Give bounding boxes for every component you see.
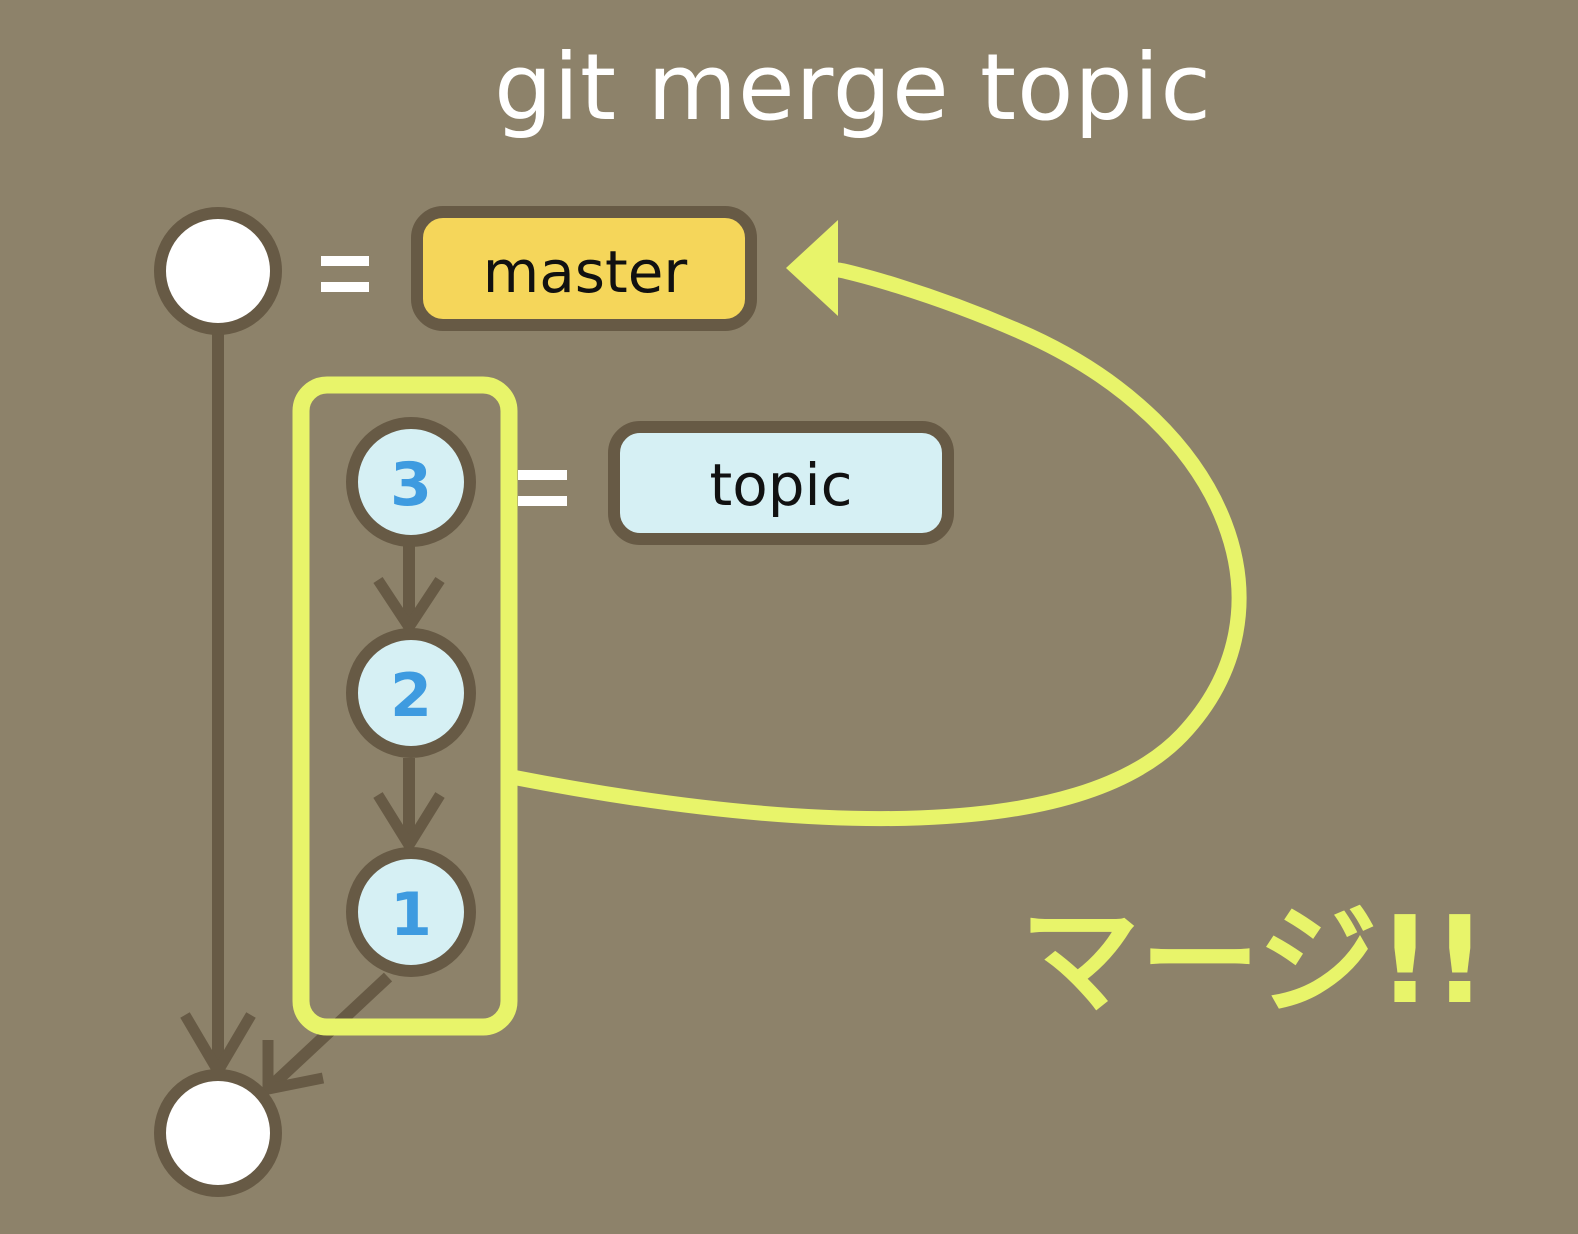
commit-1-node: 1	[346, 847, 476, 977]
commit-2-label: 2	[390, 661, 432, 731]
page-title: git merge topic	[494, 34, 1212, 141]
topic-branch-badge: topic	[608, 421, 954, 545]
topic-base-arrowhead	[262, 1040, 325, 1096]
merge-arrow-curve	[504, 262, 1247, 827]
topic-equals-sign	[518, 470, 567, 506]
master-equals-sign	[321, 256, 369, 292]
commit-1-label: 1	[390, 880, 432, 950]
merge-arrowhead	[786, 220, 838, 316]
master-branch-badge: master	[411, 206, 757, 331]
commit-2-to-1-arrowhead	[373, 792, 445, 856]
topic-branch-label: topic	[709, 451, 852, 519]
merge-annotation: マージ!!	[1020, 892, 1487, 1031]
master-branch-label: master	[483, 238, 688, 306]
commit-3-to-2-arrowhead	[373, 576, 445, 637]
master-head-node	[154, 207, 282, 335]
commit-2-node: 2	[346, 628, 476, 758]
topic-commits-highlight	[292, 376, 518, 1036]
base-commit-node	[154, 1069, 282, 1197]
commit-3-label: 3	[390, 450, 432, 520]
commit-3-node: 3	[346, 417, 476, 547]
